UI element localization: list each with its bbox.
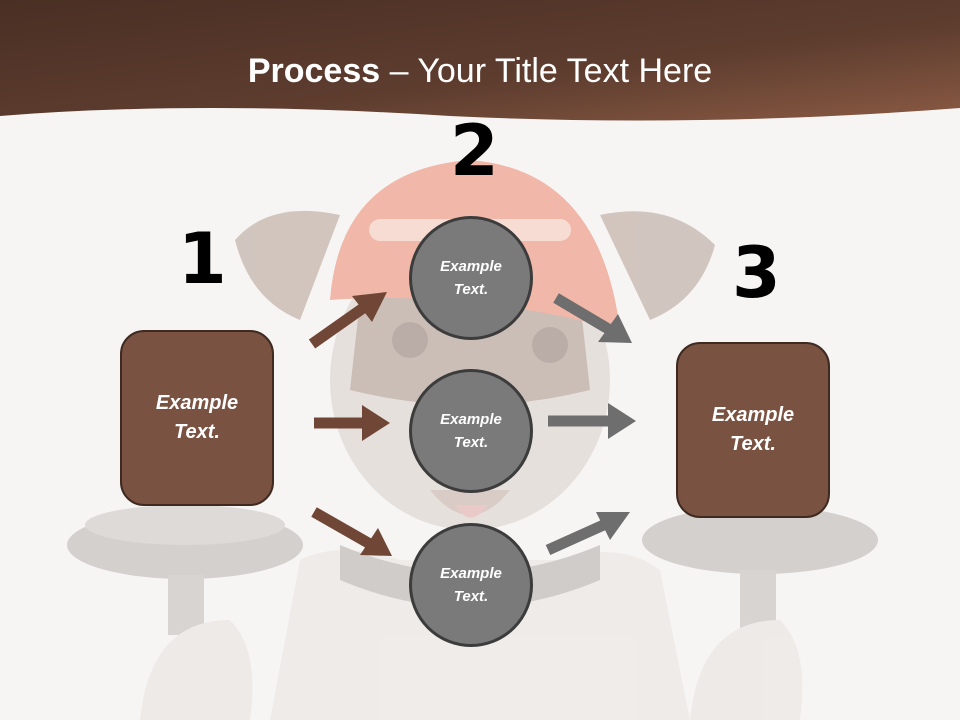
step-number-1: 1	[178, 218, 227, 300]
left-box-line1: Example	[155, 392, 239, 414]
circle-bottom-line1: Example	[440, 565, 502, 582]
circle-top-line1: Example	[440, 258, 502, 275]
left-box-line2: Text.	[174, 421, 220, 443]
step-number-3: 3	[732, 232, 781, 314]
circle-top: Example Text.	[409, 216, 533, 340]
header-band	[0, 0, 960, 121]
gray-arrows	[545, 293, 636, 556]
title-rest: – Your Title Text Here	[380, 52, 713, 90]
circle-top-line2: Text.	[453, 281, 489, 298]
gray-arrow-up-right-head	[596, 512, 630, 540]
slide-title: Process – Your Title Text Here	[0, 52, 960, 91]
left-text-box: Example Text.	[120, 330, 274, 506]
title-bold: Process	[247, 52, 381, 90]
arrow-down-right-head	[360, 528, 392, 556]
circle-middle: Example Text.	[409, 369, 533, 493]
dog-illustration	[67, 160, 878, 720]
circle-middle-line2: Text.	[453, 434, 489, 451]
right-text-box: Example Text.	[676, 342, 830, 518]
gray-arrow-down-right-head	[598, 314, 632, 343]
arrow-up-right-head	[352, 292, 387, 322]
circle-middle-line1: Example	[440, 411, 502, 428]
step-number-2: 2	[450, 110, 499, 192]
brown-arrows	[308, 292, 392, 556]
circle-bottom-line2: Text.	[453, 588, 489, 605]
right-box-line2: Text.	[730, 433, 776, 455]
arrow-right-head	[362, 405, 390, 441]
circle-bottom: Example Text.	[409, 523, 533, 647]
right-box-line1: Example	[711, 404, 795, 426]
gray-arrow-right-head	[608, 403, 636, 439]
